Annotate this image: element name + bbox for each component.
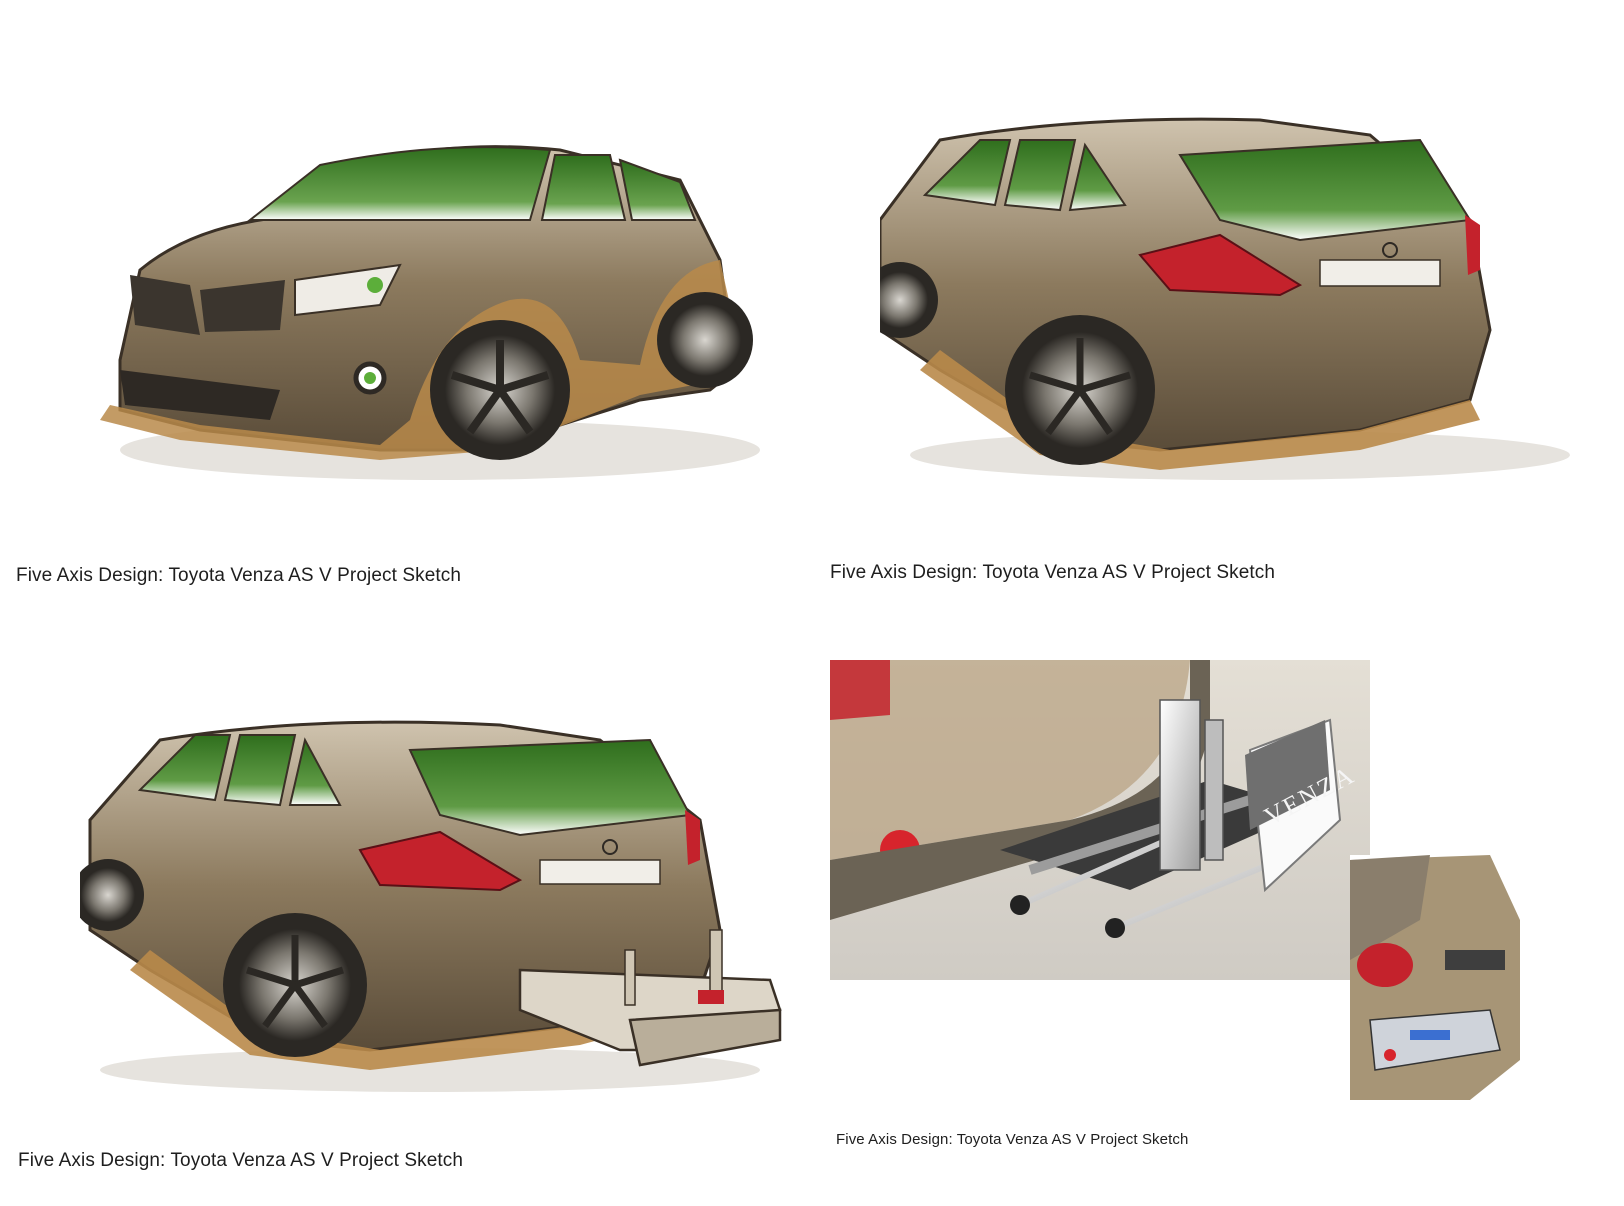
rear-car-illustration	[880, 117, 1570, 480]
panel-4-caption: Five Axis Design: Toyota Venza AS V Proj…	[836, 1131, 1189, 1148]
sketch-front-three-quarter	[80, 120, 780, 520]
front-car-illustration	[100, 145, 760, 480]
panel-2-caption: Five Axis Design: Toyota Venza AS V Proj…	[830, 562, 1276, 583]
render-hitch-bike-rack: VENZA	[830, 660, 1600, 1120]
sketch-rear-three-quarter	[880, 110, 1580, 510]
cargo-tray-car-illustration	[80, 720, 782, 1092]
panel-1-caption: Five Axis Design: Toyota Venza AS V Proj…	[16, 565, 462, 586]
panel-3-caption: Five Axis Design: Toyota Venza AS V Proj…	[18, 1150, 464, 1171]
bike-rack-illustration: VENZA	[830, 660, 1520, 1105]
sketch-rear-cargo-tray	[80, 720, 810, 1110]
